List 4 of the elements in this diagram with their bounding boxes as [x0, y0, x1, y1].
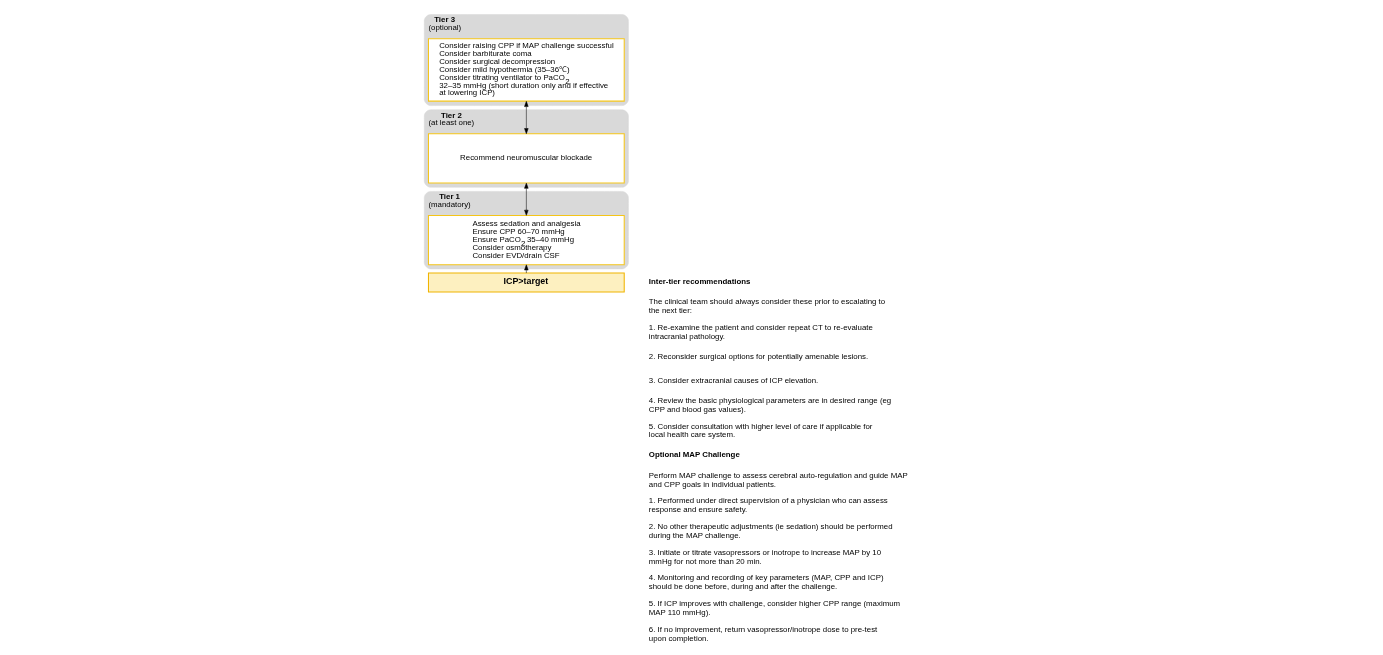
node-box: ICP>target	[427, 272, 625, 293]
arrow	[523, 264, 528, 274]
arrow	[523, 182, 528, 216]
arrow	[523, 101, 528, 134]
